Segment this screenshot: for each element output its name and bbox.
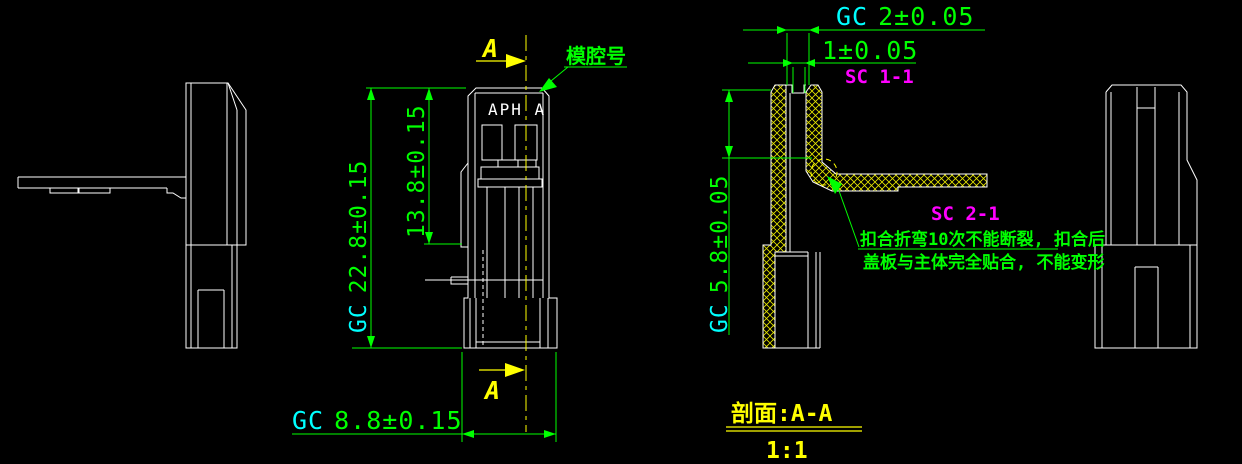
- section-title: 剖面:A-A: [731, 400, 833, 427]
- side-latch: [450, 162, 469, 285]
- crimp-section: [477, 159, 543, 188]
- dim-inner-height: 13.8±0.15: [404, 104, 430, 238]
- section-title-block: 剖面:A-A 1:1: [726, 400, 862, 464]
- section-arrow-top: [506, 54, 526, 68]
- terminal-slot-left: [481, 124, 503, 161]
- section-wall-right-latch-arm: [805, 84, 988, 192]
- dim-overall-height: GC22.8±0.15: [346, 160, 372, 333]
- annotations: 模腔号 SC 1-1 SC 2-1 扣合折弯10次不能断裂, 扣合后 盖板与主体…: [539, 44, 1105, 273]
- latch-detail-circle: [810, 158, 838, 186]
- latch-note-line1: 扣合折弯10次不能断裂, 扣合后: [860, 229, 1105, 250]
- section-cut-markers: A A: [476, 34, 527, 432]
- rear-view: [1094, 84, 1198, 349]
- leader-arrow-latch: [827, 176, 842, 194]
- section-view: [762, 84, 988, 349]
- front-view: APH A: [425, 87, 558, 349]
- leader-arrow-cavity: [539, 78, 557, 92]
- side-view: [17, 82, 247, 349]
- callout-sc-1-1: SC 1-1: [845, 66, 914, 88]
- dim-latch-height: GC5.8±0.05: [707, 175, 733, 333]
- section-scale: 1:1: [766, 438, 808, 464]
- callout-sc-2-1: SC 2-1: [931, 203, 1000, 225]
- terminal-tab: [17, 176, 186, 199]
- latch-note-line2: 盖板与主体完全贴合, 不能变形: [863, 252, 1104, 273]
- section-arrow-bottom: [505, 363, 525, 377]
- section-marker-bottom: A: [483, 376, 500, 405]
- section-wall-left: [762, 84, 787, 349]
- cavity-note: 模腔号: [566, 44, 626, 68]
- section-marker-top: A: [481, 34, 498, 63]
- part-marking: APH A: [488, 100, 546, 119]
- dim-slot-width: 1±0.05: [822, 36, 918, 65]
